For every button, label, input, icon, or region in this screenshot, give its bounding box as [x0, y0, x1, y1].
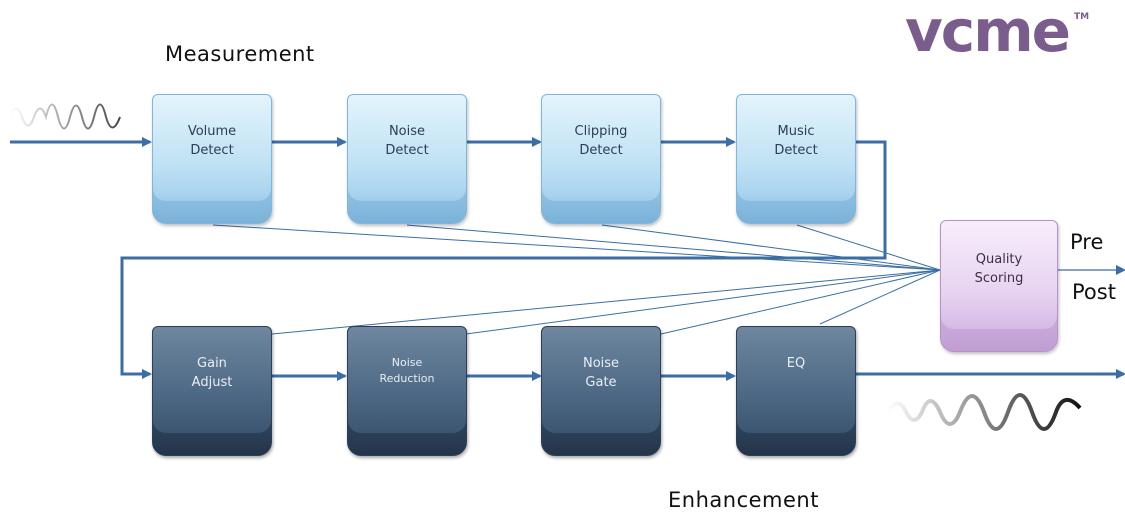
output-waveform-icon: [886, 393, 1082, 431]
post-output-label: Post: [1072, 280, 1116, 304]
volume-detect-block: Volume Detect: [152, 94, 272, 224]
noise-gate-block: Noise Gate: [541, 326, 661, 456]
noise-detect-block: Noise Detect: [347, 94, 467, 224]
gain-adjust-label: Gain Adjust: [191, 356, 233, 390]
enhancement-section-label: Enhancement: [668, 488, 819, 512]
loop-connector: [120, 140, 887, 379]
logo-trademark: TM: [1074, 12, 1090, 22]
eq-label: EQ: [786, 356, 806, 371]
noise-reduction-block: Noise Reduction: [347, 326, 467, 456]
vcme-logo: vcme: [905, 0, 1071, 65]
quality-fan-lines: [212, 224, 941, 335]
quality-scoring-label: Quality Scoring: [974, 252, 1024, 286]
clipping-detect-block: Clipping Detect: [541, 94, 661, 224]
noise-reduction-label: Noise Reduction: [379, 356, 435, 385]
measurement-section-label: Measurement: [165, 42, 315, 66]
music-detect-block: Music Detect: [736, 94, 856, 224]
clipping-detect-label: Clipping Detect: [574, 124, 628, 158]
noise-detect-label: Noise Detect: [385, 124, 429, 158]
music-detect-label: Music Detect: [774, 124, 818, 158]
noise-gate-label: Noise Gate: [582, 356, 620, 390]
pre-output-label: Pre: [1070, 230, 1104, 254]
eq-block: EQ: [736, 326, 856, 456]
quality-scoring-block: Quality Scoring: [940, 220, 1058, 352]
gain-adjust-block: Gain Adjust: [152, 326, 272, 456]
input-waveform-icon: [9, 103, 121, 130]
volume-detect-label: Volume Detect: [187, 124, 237, 158]
